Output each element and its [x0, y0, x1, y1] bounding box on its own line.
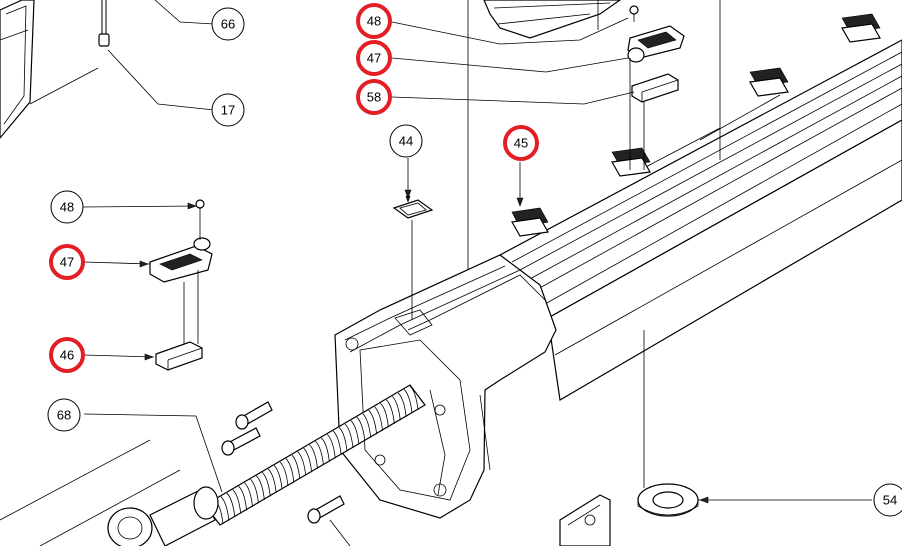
actuator-rail [499, 39, 902, 401]
svg-text:47: 47 [60, 255, 74, 270]
callout-54: 54 [873, 483, 902, 517]
coupling-bearing [0, 439, 219, 546]
callout-17: 17 [211, 93, 245, 127]
magnet-58 [631, 73, 679, 103]
callout-45: 45 [503, 125, 539, 161]
lead-screw [204, 384, 426, 526]
cover-strip [483, 0, 622, 39]
motor-housing [334, 254, 557, 519]
switch-holder-47-top [627, 25, 685, 63]
housing-fragment-top-left [0, 0, 35, 139]
callout-68: 68 [47, 398, 81, 432]
svg-text:58: 58 [367, 90, 381, 105]
svg-text:44: 44 [399, 134, 413, 149]
rail-slider [611, 147, 651, 177]
svg-text:45: 45 [514, 136, 528, 151]
svg-text:48: 48 [367, 14, 381, 29]
svg-text:48: 48 [60, 200, 74, 215]
bolt-bottom [307, 495, 351, 546]
bolt-lower [221, 427, 261, 456]
bolt-upper [235, 401, 273, 430]
callout-58: 58 [356, 79, 392, 115]
plate-44 [392, 195, 434, 219]
callout-48-left: 48 [50, 190, 84, 224]
svg-text:47: 47 [367, 51, 381, 66]
rail-slider [841, 13, 881, 43]
screw-48-top [629, 5, 639, 22]
leader-lines [81, 0, 721, 493]
washer-54 [637, 483, 699, 517]
rail-slider-45 [511, 207, 549, 237]
switch-holder-47-left [149, 237, 213, 283]
magnet-46 [155, 341, 203, 371]
svg-text:54: 54 [883, 493, 897, 508]
svg-text:66: 66 [221, 17, 235, 32]
rail-slider [749, 67, 789, 97]
callout-66: 66 [211, 7, 245, 41]
bracket-plate [559, 494, 611, 546]
svg-text:17: 17 [221, 103, 235, 118]
callout-47-left: 47 [49, 244, 85, 280]
svg-text:68: 68 [57, 408, 71, 423]
callout-47-top: 47 [356, 40, 392, 76]
callout-46: 46 [49, 337, 85, 373]
callout-44: 44 [389, 124, 423, 158]
screw-48-left [195, 199, 205, 214]
screw-17 [98, 0, 110, 47]
callout-48-top: 48 [356, 3, 392, 39]
svg-text:46: 46 [60, 348, 74, 363]
leader-line [29, 67, 99, 105]
